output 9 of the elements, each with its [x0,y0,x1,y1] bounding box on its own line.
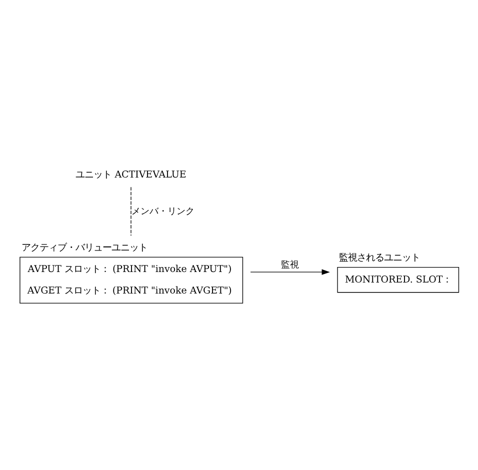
node-text: ユニット ACTIVEVALUE [76,168,186,180]
edge-label: 監視 [280,260,299,270]
connector [130,186,132,236]
edge-label: メンバ・リンク [131,206,194,216]
node-label: 監視されるユニット [338,252,420,264]
arrow [250,268,330,274]
node-box: AVPUT スロット： (PRINT "invoke AVPUT") AVGET スロット： (PRINT "invoke AVGET") [20,256,244,304]
node-label: アクティブ・バリューユニット [21,242,148,254]
node-box: MONITORED. SLOT： [337,266,460,292]
